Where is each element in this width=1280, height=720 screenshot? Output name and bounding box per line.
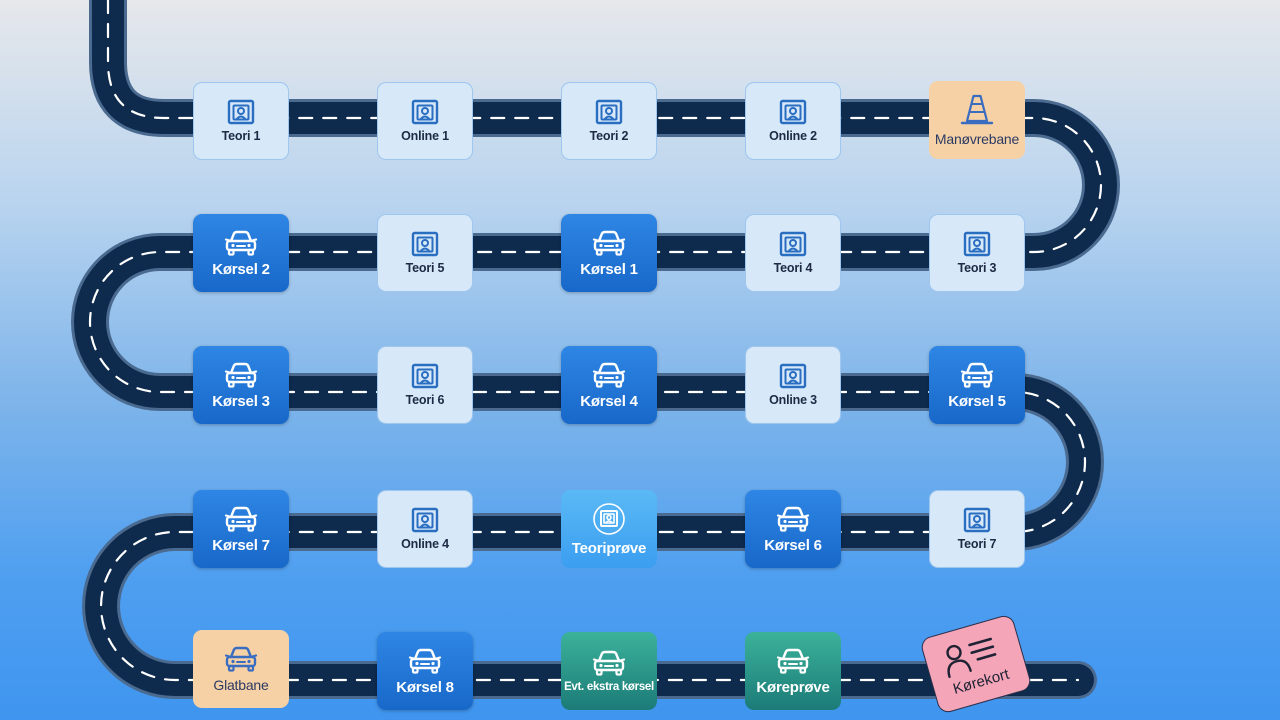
step-koersel-5[interactable]: Kørsel 5	[929, 346, 1025, 424]
step-koersel-7[interactable]: Kørsel 7	[193, 490, 289, 568]
step-label: Manøvrebane	[934, 131, 1020, 147]
screen-icon	[411, 99, 439, 125]
step-label: Teori 2	[589, 129, 629, 143]
car-icon	[776, 647, 810, 675]
step-label: Kørsel 3	[212, 392, 270, 410]
step-label: Online 4	[401, 537, 449, 551]
car-icon	[776, 505, 810, 533]
car-icon	[408, 647, 442, 675]
step-teori-2[interactable]: Teori 2	[561, 82, 657, 160]
screen-icon	[411, 231, 439, 257]
step-teori-4[interactable]: Teori 4	[745, 214, 841, 292]
step-label: Køreprøve	[756, 678, 830, 696]
car-icon	[224, 505, 258, 533]
step-label: Kørsel 5	[948, 392, 1006, 410]
step-label: Teori 5	[405, 261, 445, 275]
step-label: Kørsel 8	[396, 678, 454, 696]
step-label: Teori 3	[957, 261, 997, 275]
screen-icon	[411, 363, 439, 389]
screen-icon	[963, 507, 991, 533]
id-card-icon	[939, 632, 1004, 685]
step-koersel-1[interactable]: Kørsel 1	[561, 214, 657, 292]
step-manoevrebane[interactable]: Manøvrebane	[929, 81, 1025, 159]
step-label: Kørsel 6	[764, 536, 822, 554]
car-icon	[592, 229, 626, 257]
step-teori-6[interactable]: Teori 6	[377, 346, 473, 424]
step-teori-1[interactable]: Teori 1	[193, 82, 289, 160]
step-label: Kørsel 4	[580, 392, 638, 410]
traffic-cone-icon	[959, 93, 995, 127]
step-label: Teori 6	[405, 393, 445, 407]
road-center-line	[88, 0, 1103, 682]
step-label: Online 1	[401, 129, 449, 143]
car-icon	[960, 361, 994, 389]
step-teori-5[interactable]: Teori 5	[377, 214, 473, 292]
screen-icon	[779, 99, 807, 125]
step-label: Online 2	[769, 129, 817, 143]
step-label: Online 3	[769, 393, 817, 407]
step-label: Kørsel 2	[212, 260, 270, 278]
step-label: Evt. ekstra kørsel	[564, 681, 654, 693]
screen-icon	[779, 231, 807, 257]
step-glatbane[interactable]: Glatbane	[193, 630, 289, 708]
license-card[interactable]: Kørekort	[919, 613, 1033, 715]
car-icon	[592, 361, 626, 389]
step-label: Teoriprøve	[571, 539, 647, 557]
step-koersel-8[interactable]: Kørsel 8	[377, 632, 473, 710]
screen-badge-icon	[592, 502, 626, 536]
step-teori-7[interactable]: Teori 7	[929, 490, 1025, 568]
step-label: Teori 7	[957, 537, 997, 551]
step-label: Kørsel 1	[580, 260, 638, 278]
screen-icon	[963, 231, 991, 257]
step-online-2[interactable]: Online 2	[745, 82, 841, 160]
car-icon	[224, 645, 258, 673]
step-koersel-3[interactable]: Kørsel 3	[193, 346, 289, 424]
step-teori-3[interactable]: Teori 3	[929, 214, 1025, 292]
step-teoriproeve[interactable]: Teoriprøve	[561, 490, 657, 568]
screen-icon	[411, 507, 439, 533]
car-icon	[224, 361, 258, 389]
step-label: Teori 1	[221, 129, 261, 143]
screen-icon	[779, 363, 807, 389]
car-icon	[592, 649, 626, 677]
step-ekstra-koersel[interactable]: Evt. ekstra kørsel	[561, 632, 657, 710]
step-online-3[interactable]: Online 3	[745, 346, 841, 424]
step-label: Kørsel 7	[212, 536, 270, 554]
step-koersel-6[interactable]: Kørsel 6	[745, 490, 841, 568]
step-koereproeve[interactable]: Køreprøve	[745, 632, 841, 710]
step-online-1[interactable]: Online 1	[377, 82, 473, 160]
car-icon	[224, 229, 258, 257]
step-koersel-2[interactable]: Kørsel 2	[193, 214, 289, 292]
step-koersel-4[interactable]: Kørsel 4	[561, 346, 657, 424]
step-label: Glatbane	[213, 677, 269, 693]
screen-icon	[227, 99, 255, 125]
screen-icon	[595, 99, 623, 125]
step-label: Teori 4	[773, 261, 813, 275]
step-online-4[interactable]: Online 4	[377, 490, 473, 568]
